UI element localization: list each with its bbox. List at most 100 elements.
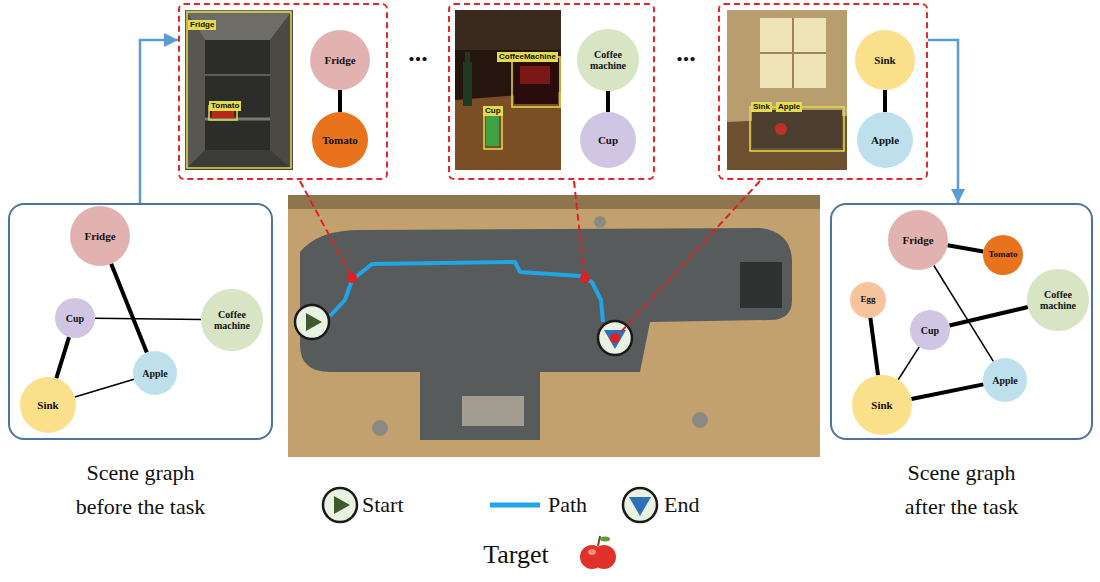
map-object: [692, 412, 708, 428]
fridge-back: [205, 40, 270, 150]
target-label: Target: [466, 538, 566, 572]
end-swatch: [623, 488, 657, 522]
panel-caption: Scene graph before the task: [10, 456, 271, 524]
coffee-photo: [455, 10, 561, 170]
start-swatch: [323, 488, 357, 522]
coffee-machine-object: [514, 60, 558, 104]
fridge-shelf: [205, 74, 270, 76]
observation-box: SinkAppleSinkApple: [718, 3, 928, 180]
photo-ground: [727, 10, 847, 170]
detection-label: CoffeeMachine: [497, 52, 558, 62]
coffee-machine-panel: [520, 66, 550, 84]
start-marker: [295, 305, 329, 339]
object-node: Fridge: [70, 206, 130, 266]
relation-edge: [75, 379, 134, 397]
marker-ring: [323, 488, 357, 522]
detection-label: Fridge: [188, 20, 216, 30]
object-label: Apple: [871, 134, 899, 146]
object-node: Fridge: [310, 30, 370, 90]
object-node: Cup: [910, 310, 950, 350]
object-label: Egg: [860, 295, 875, 305]
fridge-wall: [185, 10, 205, 170]
object-node: Tomato: [983, 235, 1023, 275]
legend-entry: Start: [362, 490, 404, 520]
waypoint-dot: [580, 273, 590, 283]
object-label: Tomato: [322, 134, 358, 146]
object-node: Fridge: [888, 210, 948, 270]
caption-text: Scene graph after the task: [892, 456, 1032, 524]
object-node: Coffee machine: [201, 289, 263, 351]
relation-edge: [56, 337, 69, 378]
object-label: Apple: [992, 375, 1018, 386]
map-object: [594, 216, 606, 228]
detection-tag: Tomato: [209, 94, 241, 112]
observation-box: FridgeTomato FridgeTomato: [178, 3, 388, 180]
relation-edge: [870, 318, 878, 375]
sink-object: [752, 110, 842, 148]
relation-edge: [911, 384, 983, 399]
panel-caption: Scene graph after the task: [832, 456, 1091, 524]
object-node: Apple: [983, 358, 1027, 402]
detection-tag: Sink: [751, 95, 772, 113]
relation-edge: [883, 90, 887, 112]
legend-entry: Path: [548, 490, 587, 520]
window-frame: [760, 52, 826, 54]
object-label: Cup: [66, 313, 84, 324]
scene-graph-panel: Scene graph after the taskFridgeTomatoEg…: [830, 203, 1093, 440]
apple-body: [592, 545, 616, 569]
target-label: Target: [466, 538, 566, 572]
object-label: Fridge: [324, 54, 355, 66]
object-label: Sink: [874, 54, 895, 66]
detection-label: Cup: [483, 106, 503, 116]
object-node: Coffee machine: [577, 29, 639, 91]
object-node: Tomato: [312, 112, 368, 168]
relation-edge: [111, 264, 147, 353]
detection-box: [187, 12, 291, 168]
object-label: Cup: [598, 134, 618, 146]
scene-graph-panel: Scene graph before the taskFridgeCupCoff…: [8, 203, 273, 440]
leader-line: [574, 181, 584, 273]
relation-edge: [898, 347, 919, 380]
map-ground: [288, 195, 820, 457]
legend-text: End: [664, 490, 699, 520]
relation-edge: [606, 91, 610, 112]
photo-ground: [185, 10, 293, 170]
marker-ring: [623, 488, 657, 522]
scene-map: [288, 195, 820, 457]
waypoint-dot: [610, 333, 620, 343]
observation-box: CoffeeMachineCup Coffee machineCup: [448, 3, 655, 180]
marker-triangle: [629, 497, 651, 516]
fridge-wall: [270, 10, 293, 170]
detection-tag: Fridge: [188, 13, 216, 31]
object-node: Sink: [852, 375, 912, 435]
detection-tag: CoffeeMachine: [497, 45, 558, 63]
apple-icon: [580, 536, 616, 569]
ellipsis: ...: [666, 36, 706, 70]
detection-label: Sink: [751, 102, 772, 112]
leader-line: [618, 181, 760, 335]
caption-text: Scene graph before the task: [71, 456, 211, 524]
object-label: Fridge: [84, 230, 115, 242]
marker-triangle: [306, 313, 322, 331]
object-node: Coffee machine: [1027, 269, 1089, 331]
map-stove: [740, 262, 782, 308]
object-node: Apple: [857, 112, 913, 168]
relation-edge: [949, 307, 1028, 325]
detection-label: Tomato: [209, 101, 241, 111]
relation-edge: [948, 245, 984, 251]
apple-highlight: [588, 549, 596, 555]
object-label: Coffee machine: [582, 49, 633, 71]
relation-edge: [338, 90, 342, 112]
object-label: Cup: [921, 325, 939, 336]
marker-triangle: [334, 496, 350, 514]
map-sink: [462, 396, 524, 426]
detection-box: [750, 107, 844, 151]
bottle-object: [463, 62, 472, 106]
legend-text: Path: [548, 490, 587, 520]
detection-tag: Apple: [776, 95, 802, 113]
detection-tag: Cup: [483, 99, 503, 117]
object-node: Cup: [580, 112, 636, 168]
map-object: [372, 420, 388, 436]
object-node: Cup: [55, 298, 95, 338]
path-swatch: [490, 503, 540, 508]
